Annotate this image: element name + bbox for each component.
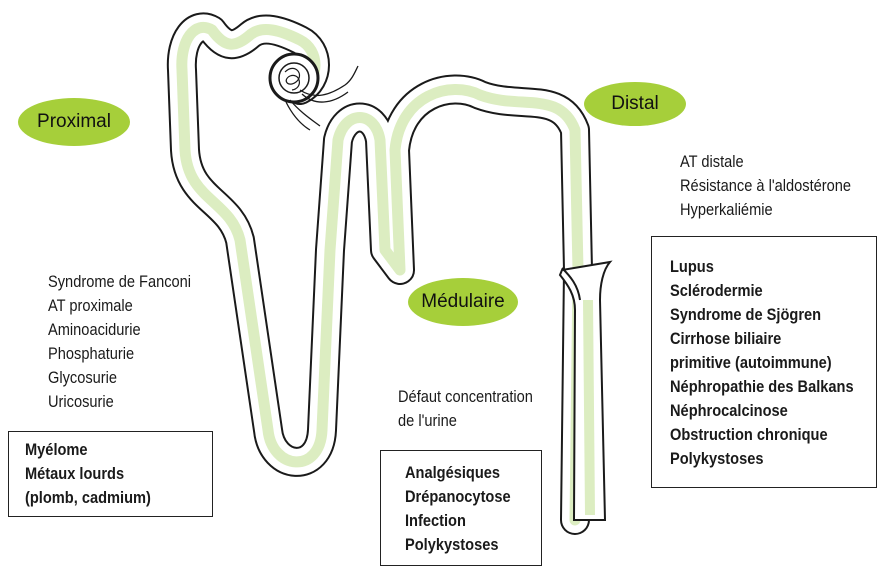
medullaire-label: Médulaire — [408, 278, 518, 326]
proximal-finding: AT proximale — [48, 294, 191, 318]
distal-causes-box: Lupus Sclérodermie Syndrome de Sjögren C… — [651, 236, 877, 488]
distal-finding: Résistance à l'aldostérone — [680, 174, 851, 198]
distal-label-text: Distal — [611, 93, 659, 115]
medullary-finding: Défaut concentration — [398, 385, 533, 409]
proximal-finding: Aminoacidurie — [48, 318, 191, 342]
medullary-cause: Analgésiques — [405, 461, 511, 485]
proximal-finding: Syndrome de Fanconi — [48, 270, 191, 294]
proximal-cause: (plomb, cadmium) — [25, 486, 151, 510]
medullary-finding: de l'urine — [398, 409, 533, 433]
proximal-finding: Glycosurie — [48, 366, 191, 390]
medullary-cause: Polykystoses — [405, 533, 511, 557]
distal-cause: Néphropathie des Balkans — [670, 375, 854, 399]
proximal-cause: Métaux lourds — [25, 462, 151, 486]
proximal-cause: Myélome — [25, 438, 151, 462]
distal-cause: Cirrhose biliaire — [670, 327, 854, 351]
distal-cause: Sclérodermie — [670, 279, 854, 303]
proximal-finding: Uricosurie — [48, 390, 191, 414]
medullary-causes-box: Analgésiques Drépanocytose Infection Pol… — [380, 450, 542, 566]
medullaire-label-text: Médulaire — [421, 291, 504, 313]
distal-cause: primitive (autoimmune) — [670, 351, 854, 375]
proximal-causes-box: Myélome Métaux lourds (plomb, cadmium) — [8, 431, 213, 517]
medullary-cause: Infection — [405, 509, 511, 533]
proximal-label: Proximal — [18, 98, 130, 146]
proximal-label-text: Proximal — [37, 111, 111, 133]
distal-cause: Polykystoses — [670, 447, 854, 471]
distal-cause: Syndrome de Sjögren — [670, 303, 854, 327]
distal-label: Distal — [584, 82, 686, 126]
tubule-lumen — [182, 27, 578, 520]
distal-finding: AT distale — [680, 150, 851, 174]
medullary-findings: Défaut concentration de l'urine — [398, 385, 533, 433]
proximal-findings: Syndrome de Fanconi AT proximale Aminoac… — [48, 270, 191, 414]
proximal-finding: Phosphaturie — [48, 342, 191, 366]
distal-cause: Obstruction chronique — [670, 423, 854, 447]
medullary-cause: Drépanocytose — [405, 485, 511, 509]
distal-findings: AT distale Résistance à l'aldostérone Hy… — [680, 150, 851, 222]
distal-cause: Lupus — [670, 255, 854, 279]
distal-cause: Néphrocalcinose — [670, 399, 854, 423]
distal-finding: Hyperkaliémie — [680, 198, 851, 222]
